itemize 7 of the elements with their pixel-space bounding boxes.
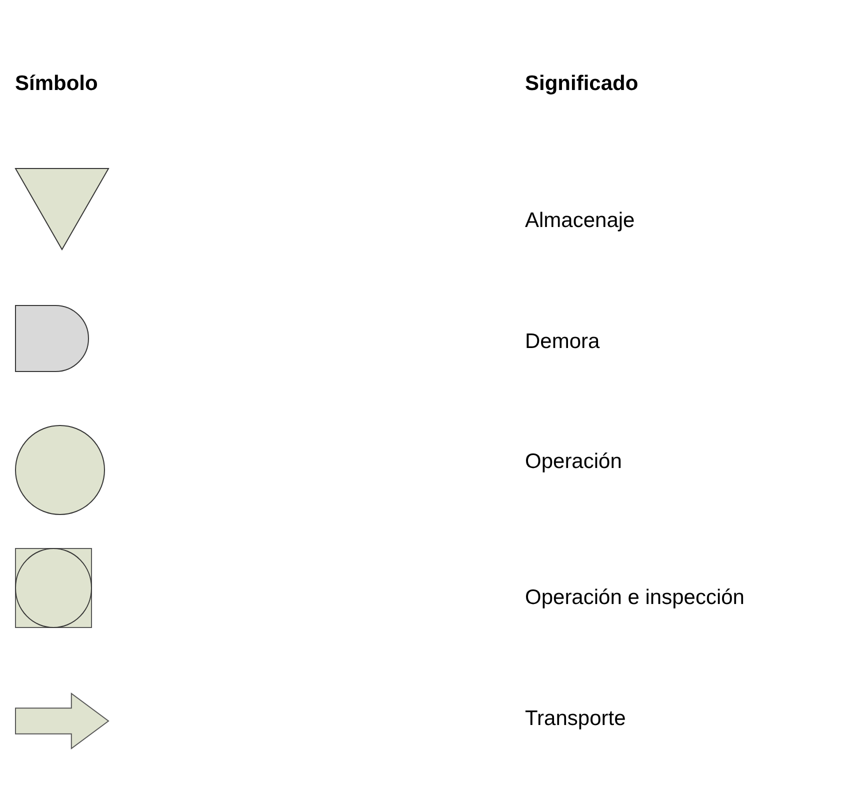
- column-heading: Significado: [525, 72, 638, 96]
- meaning-text: Transporte: [525, 707, 626, 731]
- meaning-text: Operación: [525, 450, 622, 474]
- meaning-text: Operación e inspección: [525, 586, 744, 610]
- meaning-text: Almacenaje: [525, 209, 635, 233]
- column-heading: Símbolo: [15, 72, 98, 96]
- meaning-text: Demora: [525, 330, 600, 354]
